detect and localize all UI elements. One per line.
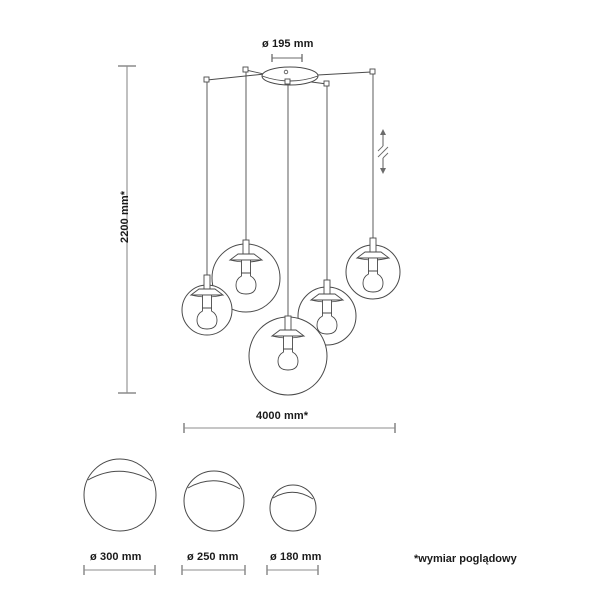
width-dimension-line [183,423,396,433]
globe-far-right [345,237,401,300]
legend-globe-180 [269,484,317,532]
globe-upper-left [211,239,281,313]
footnote-text: *wymiar poglądowy [414,553,517,565]
legend-label-250: ø 250 mm [187,551,239,563]
ceiling-canopy [261,66,319,86]
legend-label-180: ø 180 mm [270,551,322,563]
legend-globe-250 [183,470,245,532]
legend-dimension-line-300 [83,565,156,575]
canopy-diameter-label: ø 195 mm [262,38,314,50]
globe-small-left [181,274,233,336]
height-dimension-line [118,65,136,394]
legend-dimension-line-250 [181,565,246,575]
legend-globe-300 [83,458,157,532]
canopy-dimension-line [271,54,303,62]
adjustable-height-icon [377,129,389,174]
total-width-label: 4000 mm* [256,410,309,422]
total-height-label: 2200 mm* [119,190,131,243]
suspension-cables [206,72,374,317]
legend-dimension-line-180 [266,565,319,575]
globe-center-large [248,315,328,396]
legend-label-300: ø 300 mm [90,551,142,563]
cable-anchor-points [203,66,376,87]
